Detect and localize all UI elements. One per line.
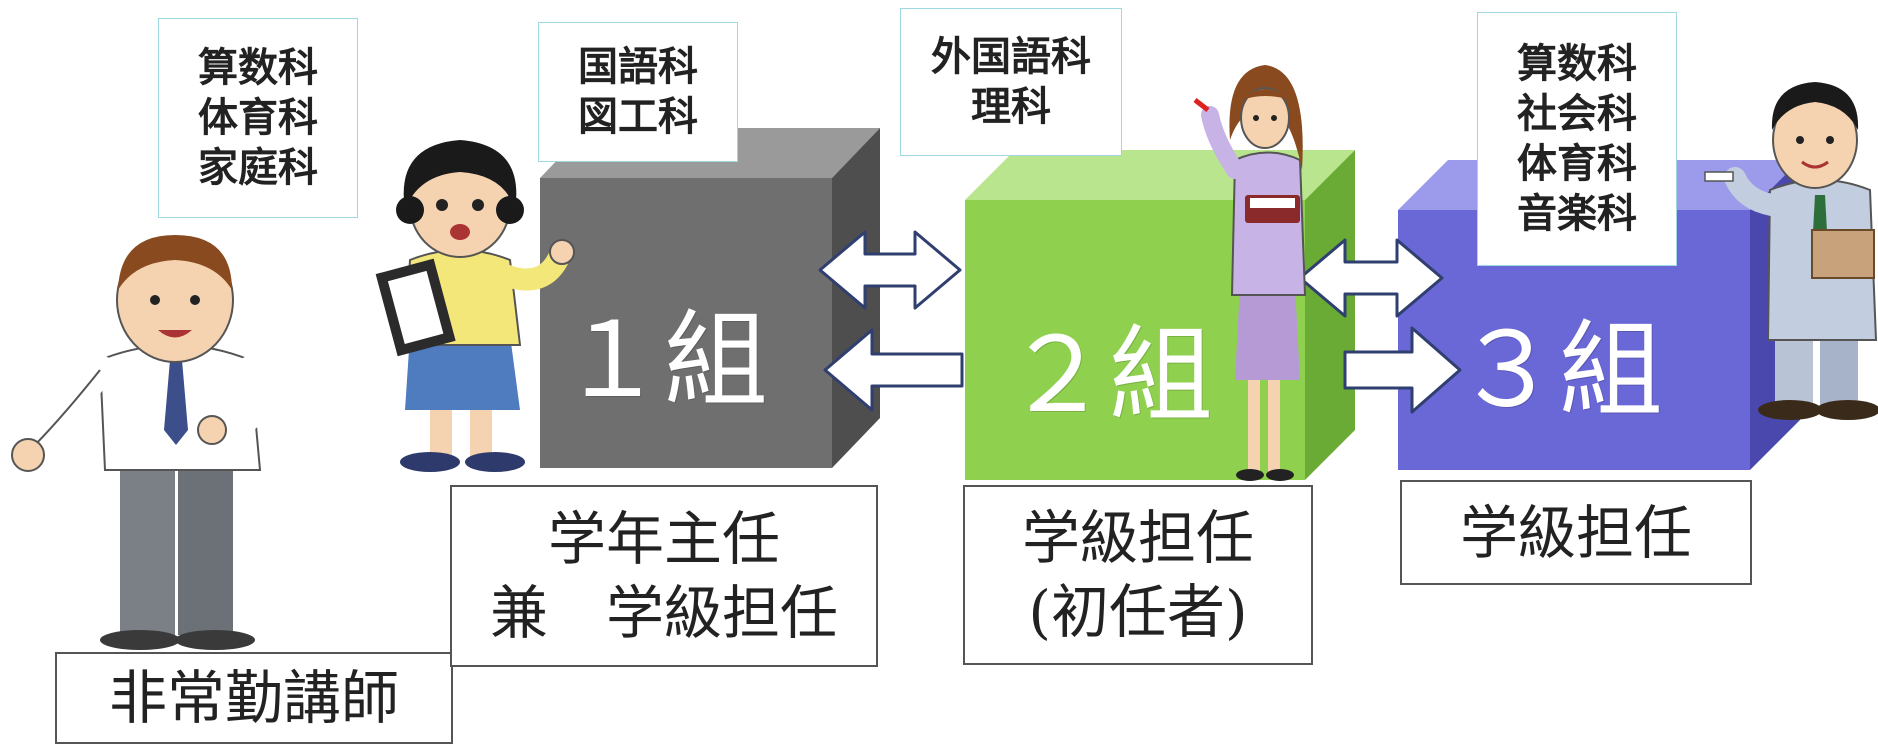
subjects-class2: 外国語科 理科: [900, 8, 1122, 156]
homeroom-teacher-figure: [1704, 82, 1878, 420]
subject-item: 算数科: [198, 45, 318, 91]
right-arrow-to-class3: [1343, 326, 1462, 414]
subject-item: 国語科: [578, 44, 698, 90]
role-line: 兼 学級担任: [489, 579, 838, 647]
class3-label: ３組: [1455, 309, 1664, 431]
role-grade-head: 学年主任 兼 学級担任: [450, 485, 878, 667]
class2-label: ２組: [1005, 314, 1214, 436]
subjects-class1: 国語科 図工科: [538, 22, 738, 162]
subject-item: 家庭科: [198, 145, 318, 191]
class1-cube-front: [540, 178, 832, 468]
role-line: 非常勤講師: [108, 664, 399, 732]
part-time-lecturer-figure: [11, 235, 270, 650]
subject-item: 社会科: [1517, 91, 1637, 137]
role-line: (初任者): [1028, 578, 1248, 646]
role-homeroom: 学級担任: [1400, 480, 1752, 585]
role-first-year-homeroom: 学級担任 (初任者): [963, 485, 1313, 665]
subject-item: 外国語科: [931, 34, 1091, 80]
double-arrow-2-3: [1298, 238, 1444, 318]
subject-item: 音楽科: [1517, 191, 1637, 237]
subjects-class1-list: 国語科 図工科: [578, 42, 698, 142]
class1-cube: [540, 128, 880, 468]
role-line: 学級担任: [1021, 504, 1254, 572]
subject-item: 体育科: [1517, 141, 1637, 187]
subjects-class3-list: 算数科 社会科 体育科 音楽科: [1517, 39, 1637, 239]
left-arrow-to-class1: [823, 328, 964, 412]
subjects-class3: 算数科 社会科 体育科 音楽科: [1477, 12, 1677, 266]
subject-item: 算数科: [1517, 41, 1637, 87]
subject-item: 体育科: [198, 95, 318, 141]
subjects-part-time: 算数科 体育科 家庭科: [158, 18, 358, 218]
role-line: 学級担任: [1459, 498, 1692, 567]
subject-item: 理科: [971, 84, 1051, 130]
role-part-time-lecturer: 非常勤講師: [55, 652, 453, 744]
grade-head-figure: [375, 140, 575, 472]
class1-label: １組: [560, 299, 769, 421]
double-arrow-1-2: [818, 230, 962, 310]
subjects-part-time-list: 算数科 体育科 家庭科: [198, 43, 318, 193]
new-teacher-figure: [1193, 65, 1307, 481]
role-line: 学年主任: [547, 505, 780, 573]
subjects-class2-list: 外国語科 理科: [931, 32, 1091, 132]
class2-cube-side: [1305, 150, 1355, 480]
subject-item: 図工科: [578, 94, 698, 140]
